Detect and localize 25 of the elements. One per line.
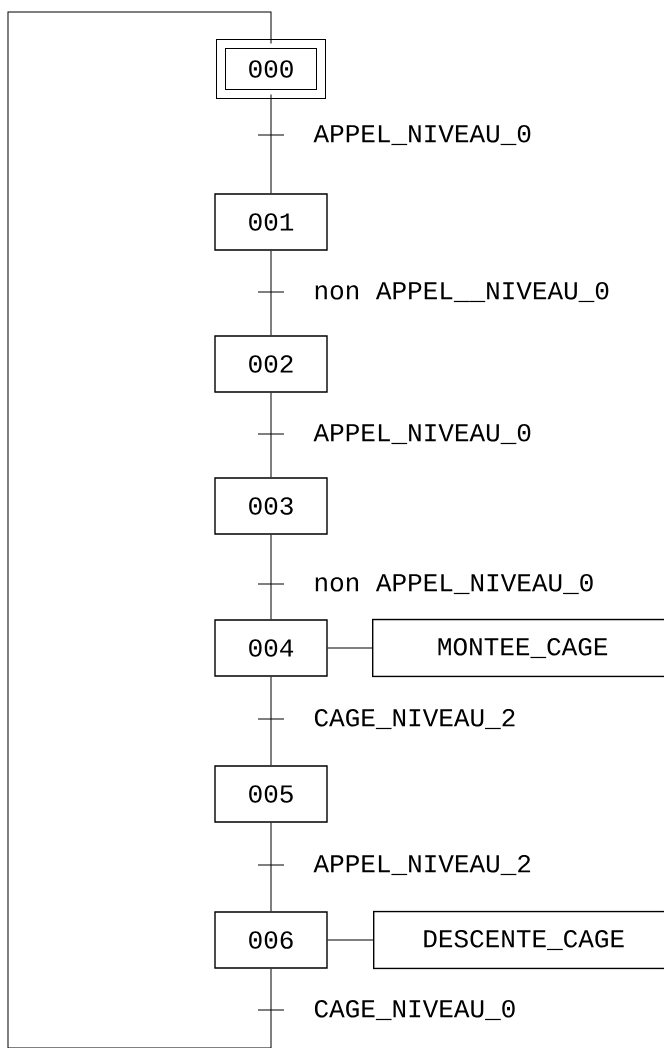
- transition-line: [257, 250, 285, 336]
- transition-label: APPEL_NIVEAU_0: [312, 123, 533, 147]
- action-link: [327, 647, 373, 649]
- transition-label: APPEL_NIVEAU_0: [312, 422, 533, 446]
- action-link: [327, 939, 374, 941]
- step-box: 004: [214, 619, 328, 677]
- initial-step-box: 000: [216, 39, 326, 99]
- transition-line: [257, 392, 285, 478]
- transition-line: [257, 534, 285, 620]
- step-box: 001: [214, 193, 328, 251]
- step-box: 005: [214, 765, 328, 823]
- transition-loop-line: [7, 11, 285, 1048]
- transition-line: [257, 822, 285, 912]
- transition-label: non APPEL_NIVEAU_0: [312, 572, 596, 596]
- step-box: 003: [214, 477, 328, 535]
- transition-label: non APPEL__NIVEAU_0: [312, 280, 611, 304]
- transition-line: [257, 676, 285, 766]
- transition-line: [257, 94, 285, 194]
- action-box: MONTEE_CAGE: [372, 618, 664, 678]
- transition-label: CAGE_NIVEAU_0: [312, 998, 518, 1022]
- step-box: 002: [214, 335, 328, 393]
- step-box: 006: [214, 911, 328, 969]
- action-box: DESCENTE_CAGE: [373, 910, 664, 970]
- transition-label: CAGE_NIVEAU_2: [312, 707, 518, 731]
- transition-label: APPEL_NIVEAU_2: [312, 853, 533, 877]
